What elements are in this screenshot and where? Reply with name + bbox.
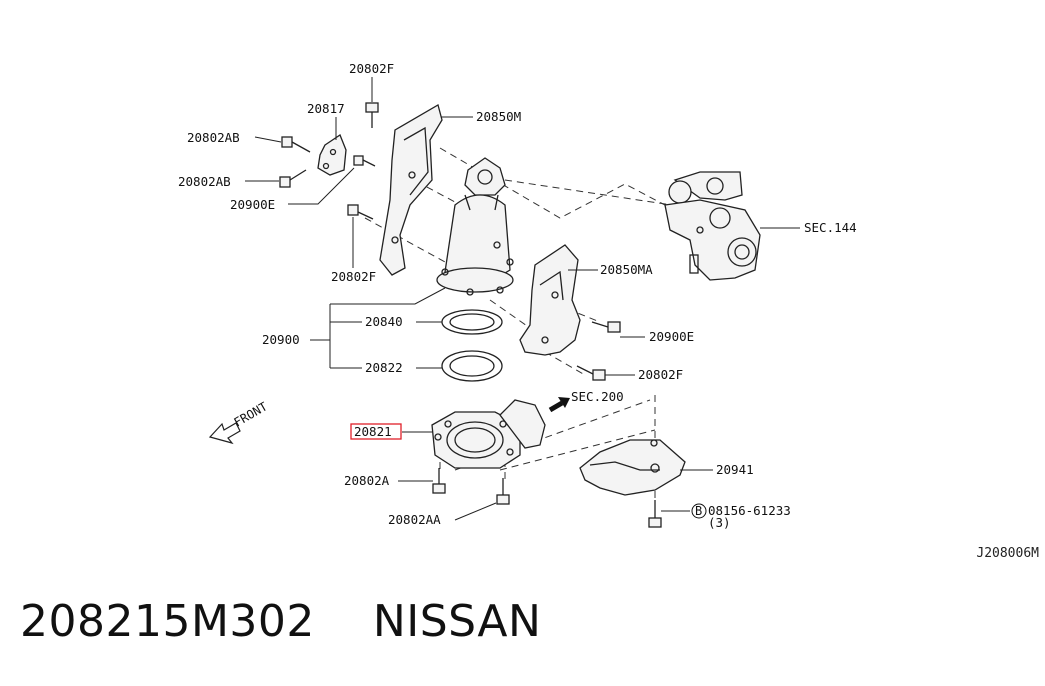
bracket-20817 (317, 134, 347, 176)
front-arrow (208, 422, 241, 445)
turbocharger (664, 171, 761, 281)
gasket-20840 (441, 309, 503, 335)
label-20802ab-2: 20802AB (178, 174, 231, 189)
label-20850ma: 20850MA (600, 262, 653, 277)
catalytic-converter (436, 157, 514, 296)
diagram-code: J208006M (976, 546, 1039, 561)
part-labels: 20802F 20817 20850M 20802AB 20802AB 2090… (178, 61, 857, 530)
label-20802f-mid: 20802F (331, 269, 376, 284)
bolt-20802f-top (365, 102, 379, 128)
label-20802aa: 20802AA (388, 512, 441, 527)
label-20802f-top: 20802F (349, 61, 394, 76)
label-08156-61233: 08156-61233 (708, 503, 791, 518)
label-20900e-left: 20900E (230, 197, 275, 212)
bolt-20802ab-2 (279, 169, 307, 188)
label-20840: 20840 (365, 314, 403, 329)
sec200-arrow (548, 397, 570, 413)
bolt-20802aa (496, 478, 510, 505)
label-20900: 20900 (262, 332, 300, 347)
bolts (279, 102, 662, 528)
label-20900e-right: 20900E (649, 329, 694, 344)
flange-20821 (431, 399, 546, 469)
bolt-20900e-left (353, 155, 376, 167)
label-20817: 20817 (307, 101, 345, 116)
heat-shield-20941 (579, 439, 686, 496)
label-20941: 20941 (716, 462, 754, 477)
label-sec200: SEC.200 (571, 389, 624, 404)
highlight-box-20821 (350, 423, 402, 440)
bolt-20802f-mid (347, 204, 374, 220)
label-20802a: 20802A (344, 473, 390, 488)
heat-shield-upper (379, 104, 443, 276)
label-20822: 20822 (365, 360, 403, 375)
bolt-20802ab-1 (281, 136, 311, 153)
label-front: FRONT (232, 399, 270, 429)
bolt-20802a (432, 468, 446, 494)
heat-shield-lower (519, 244, 581, 356)
label-20802f-right: 20802F (638, 367, 683, 382)
label-20821: 20821 (354, 424, 392, 439)
label-sec144: SEC.144 (804, 220, 857, 235)
part-caption: 208215M302 NISSAN (20, 596, 542, 647)
bolt-08156 (648, 500, 662, 528)
b-circle (691, 503, 707, 519)
label-20802ab-1: 20802AB (187, 130, 240, 145)
label-bolt-qty: (3) (708, 515, 731, 530)
leader-lines (245, 77, 800, 521)
bolt-20900e-right (591, 321, 621, 333)
label-b-circle: B (695, 504, 702, 518)
gasket-20822 (441, 350, 503, 382)
label-20850m: 20850M (476, 109, 521, 124)
